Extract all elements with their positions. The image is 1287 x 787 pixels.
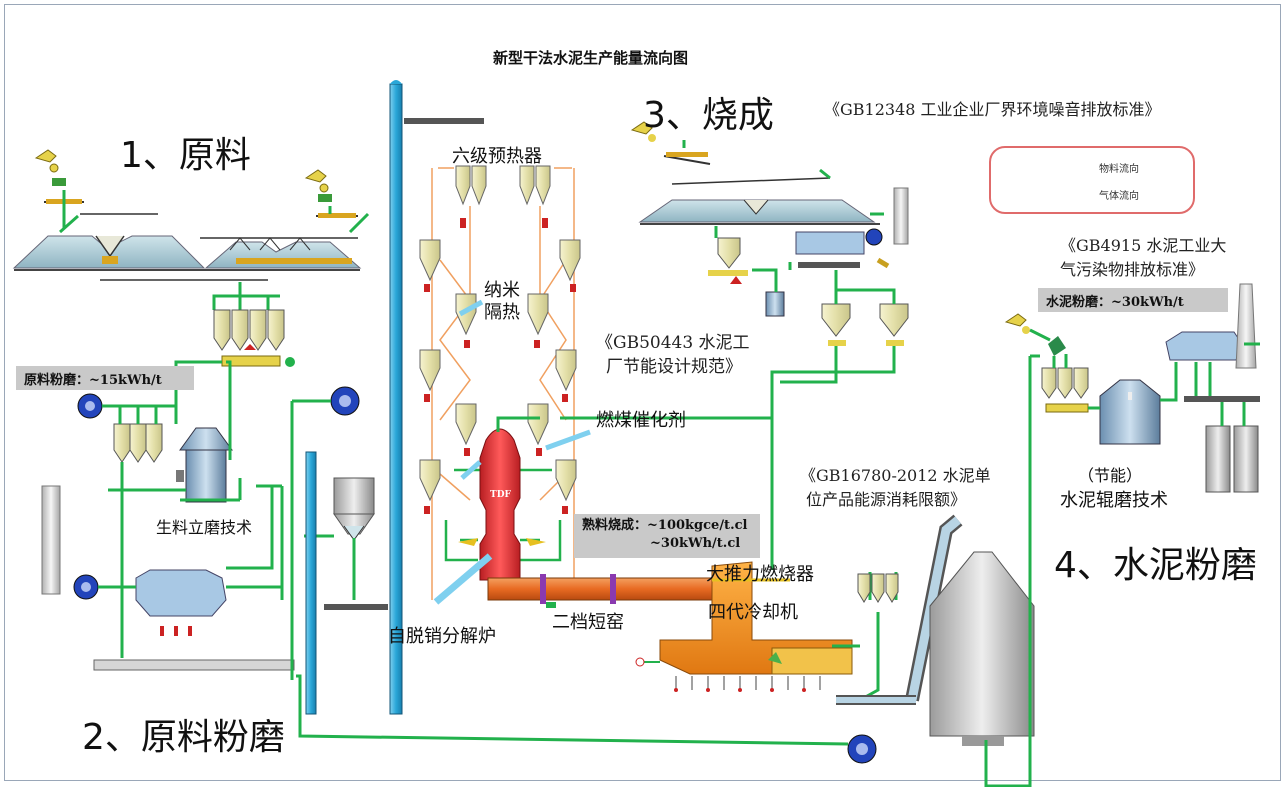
raw-material-yard [12,149,362,281]
legend-gas-flow: 气体流向 [1099,191,1139,202]
standard-gb50443-line2: 厂节能设计规范》 [606,357,742,377]
label-cement-mill-line2: 水泥辊磨技术 [1060,490,1168,511]
section-clinker: 3、烧成 [643,95,774,136]
label-raw-mill: 生料立磨技术 [156,518,253,537]
coal-preparation [630,121,909,346]
diagram-frame [4,4,1281,781]
energy-cement-grinding: 水泥粉磨：~30kWh/t [1046,295,1184,310]
label-nano-line2: 隔热 [484,302,520,323]
standard-gb16780-line1: 《GB16780-2012 水泥单 [800,466,991,485]
legend-material-flow: 物料流向 [1099,164,1139,175]
label-preheater: 六级预热器 [452,146,542,167]
label-catalyst: 燃煤催化剂 [596,410,686,431]
energy-box-cement-grinding: 水泥粉磨：~30kWh/t [1038,288,1228,312]
clinker-silo [836,514,1035,746]
diagram-title: 新型干法水泥生产能量流向图 [493,49,689,67]
label-burner: 大推力燃烧器 [706,564,814,585]
label-cooler: 四代冷却机 [708,602,798,623]
raw-grinding-area [73,228,883,764]
legend: 物料流向 气体流向 [989,146,1195,214]
standard-gb16780-line2: 位产品能源消耗限额》 [806,490,967,509]
fan-icon [73,228,883,764]
rotary-kiln [487,574,715,608]
energy-box-raw-grinding: 原料粉磨：~15kWh/t [16,366,194,390]
raw-material-flow-lines [59,190,370,310]
standard-gb4915-line2: 气污染物排放标准》 [1060,260,1205,279]
label-cement-mill-line1: （节能） [1078,466,1143,485]
raw-meal-bins [213,309,295,367]
energy-clinker-line1: 熟料烧成：~100kgce/t.cl [582,518,748,533]
cooler-dust-bins [857,573,899,603]
section-raw-material: 1、原料 [120,135,251,176]
section-cement-grinding: 4、水泥粉磨 [1054,545,1257,586]
cement-grinding-area [41,187,1260,595]
standard-gb50443-line1: 《GB50443 水泥工 [596,333,750,353]
label-tdf: TDF [490,490,511,500]
standard-gb4915-line1: 《GB4915 水泥工业大 [1060,236,1227,255]
energy-raw-grinding: 原料粉磨：~15kWh/t [24,373,162,388]
preheater-tower [419,165,591,605]
label-kiln: 二档短窑 [552,612,624,633]
standard-gb12348: 《GB12348 工业企业厂界环境噪音排放标准》 [824,100,1161,119]
label-nano-line1: 纳米 [484,280,520,301]
cement-grinding-flow-lines [984,328,1260,787]
label-calciner: 自脱销分解炉 [388,626,496,647]
grate-cooler [635,561,853,692]
section-raw-grinding: 2、原料粉磨 [82,717,285,758]
energy-clinker-line2: ~30kWh/t.cl [650,536,741,551]
bucket-elevator [305,80,484,715]
energy-box-clinker: 熟料烧成：~100kgce/t.cl ~30kWh/t.cl [574,514,760,558]
